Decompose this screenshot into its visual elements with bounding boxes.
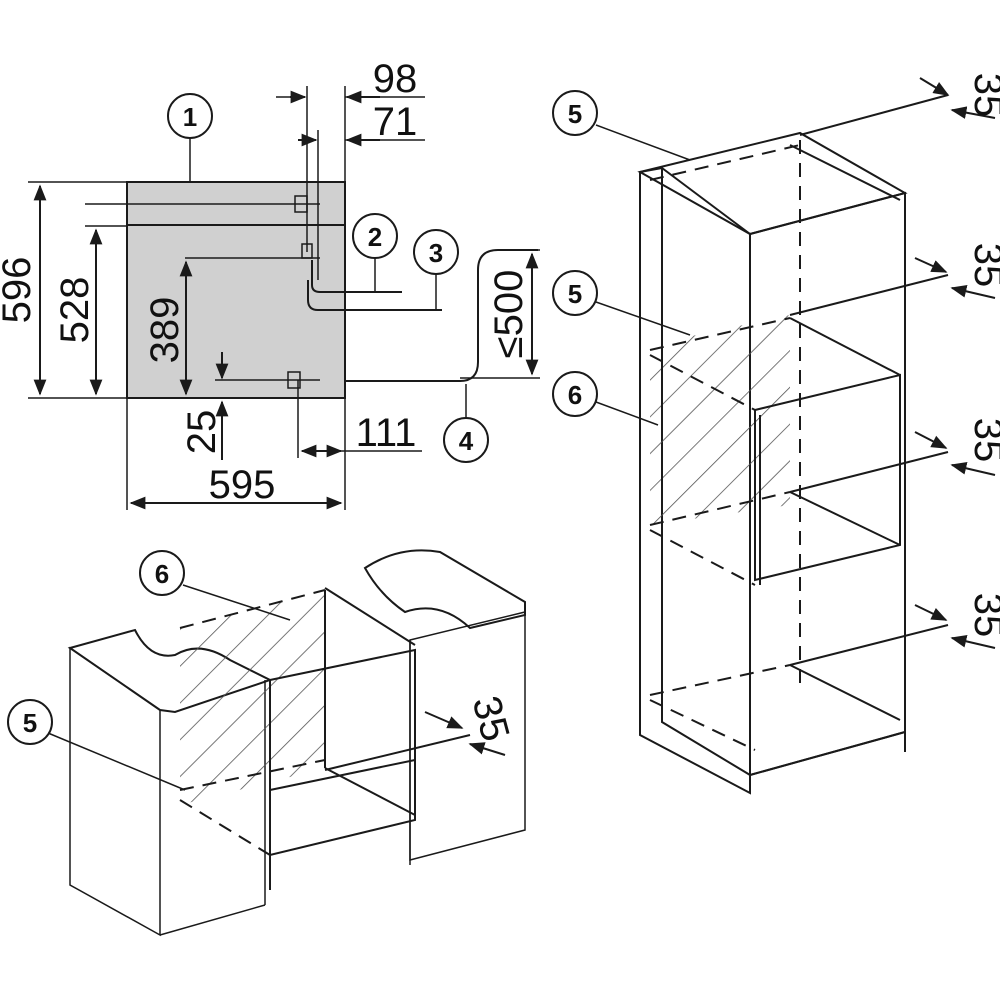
- dim-25: 25: [180, 410, 224, 455]
- callout-6-right: 6: [568, 380, 582, 410]
- cable-3: [307, 280, 442, 311]
- callout-4: 4: [459, 426, 474, 456]
- dim-max-500: ≤500: [487, 270, 531, 359]
- dim-528: 528: [53, 277, 97, 344]
- appliance-dimension-view: 596 528 389 25 595 111 98 71: [0, 57, 540, 510]
- callout-5-mid: 5: [568, 279, 582, 309]
- dim-35-4: 35: [966, 593, 1000, 638]
- callout-3: 3: [429, 238, 443, 268]
- dim-595: 595: [209, 463, 276, 507]
- cable-2: [311, 260, 402, 293]
- callout-2: 2: [368, 222, 382, 252]
- callout-5-left: 5: [23, 708, 37, 738]
- dim-111: 111: [356, 411, 417, 455]
- dim-35-3: 35: [966, 418, 1000, 463]
- niche-hatched-area-left: [180, 590, 325, 805]
- dim-98: 98: [373, 57, 418, 101]
- callout-4-circle: [443, 417, 489, 463]
- dim-35-2: 35: [966, 243, 1000, 288]
- callout-6-right-circle: [552, 371, 598, 417]
- callout-6-left-circle: [139, 550, 185, 596]
- callout-5-mid-circle: [552, 270, 598, 316]
- cable-4: [345, 249, 538, 382]
- callout-5-left-circle: [7, 699, 53, 745]
- callout-1-circle: [167, 93, 213, 139]
- callout-6-left: 6: [155, 559, 169, 589]
- callout-5-top: 5: [568, 99, 582, 129]
- tall-unit-view: 35 35 35 35 5 5 6: [552, 73, 1000, 795]
- dim-35-group-right: 35 35 35 35: [789, 73, 1000, 666]
- dim-35-1: 35: [966, 73, 1000, 118]
- dim-71: 71: [373, 100, 418, 144]
- callout-5-top-circle: [552, 90, 598, 136]
- callout-3-circle: [413, 229, 459, 275]
- callout-1: 1: [183, 102, 197, 132]
- appliance-body: [126, 181, 346, 399]
- dim-389: 389: [143, 297, 187, 364]
- niche-hatched-area: [650, 315, 790, 525]
- under-counter-view: 35 6 5: [7, 549, 526, 937]
- dim-35-5: 35: [464, 691, 518, 745]
- dim-596: 596: [0, 257, 39, 324]
- callout-2-circle: [352, 213, 398, 259]
